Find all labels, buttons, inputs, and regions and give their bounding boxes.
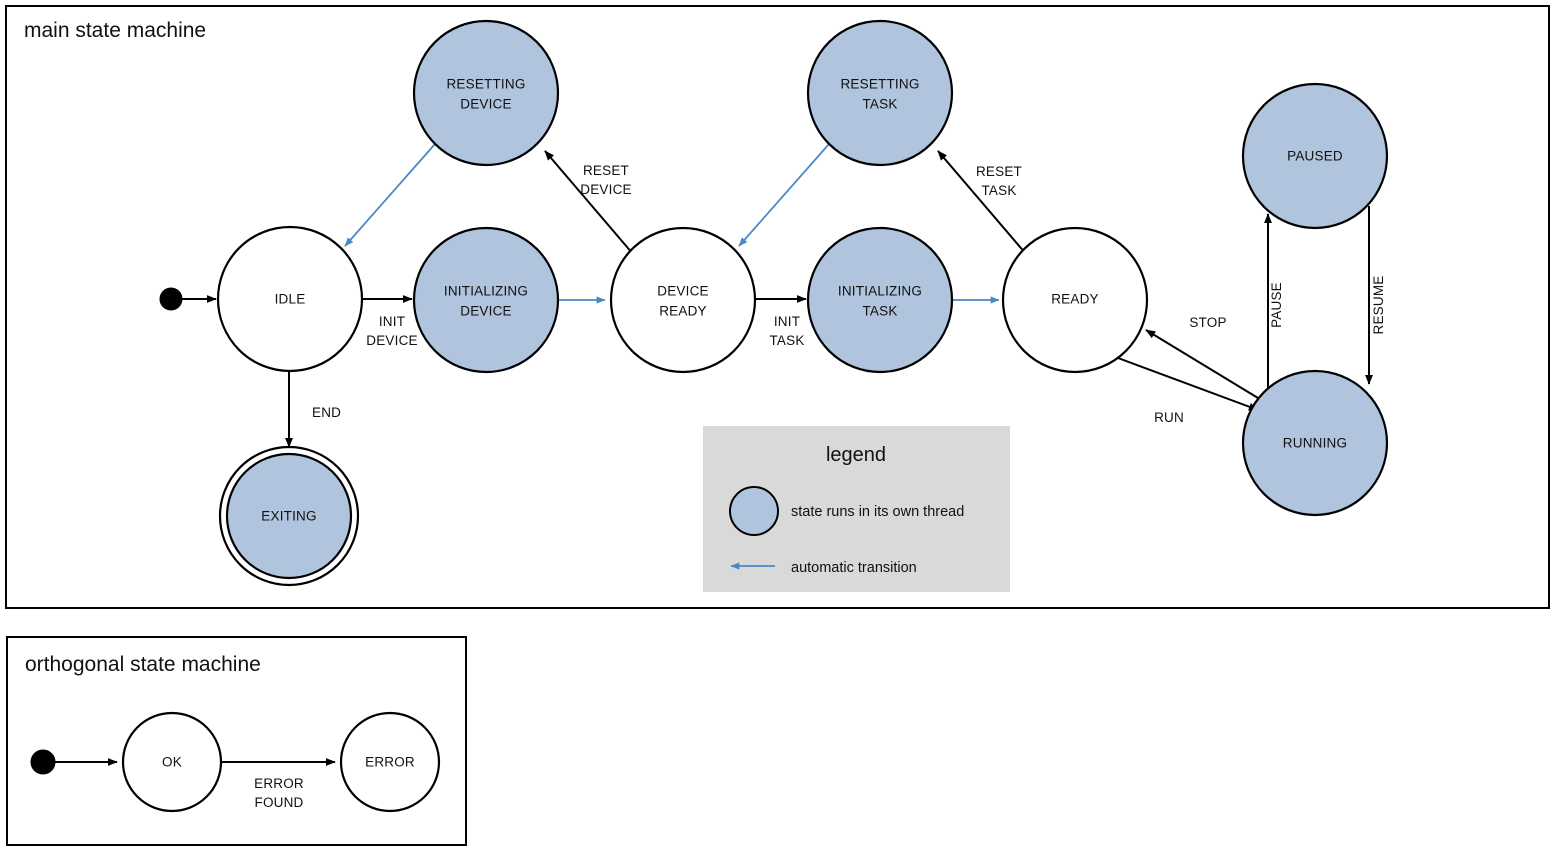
state-circle-ready — [1001, 226, 1149, 374]
initial-state-dot-orthogonal — [30, 749, 56, 775]
edge-label-resume: RESUME — [1371, 276, 1386, 335]
legend: legend state runs in its own thread auto… — [703, 426, 1010, 592]
edge-resetting-device-to-idle — [344, 143, 436, 247]
edge-label-pause: PAUSE — [1269, 282, 1284, 328]
state-label-initializing-device-line1: INITIALIZING — [444, 284, 528, 299]
edge-label-init-device-line2: DEVICE — [366, 333, 417, 348]
state-circle-resetting-task — [806, 19, 954, 167]
state-label-resetting-task-line1: RESETTING — [840, 77, 919, 92]
state-node-resetting-task[interactable]: RESETTING TASK — [806, 19, 954, 167]
state-circle-idle — [216, 225, 364, 373]
edge-device-ready-to-resetting-device — [544, 150, 634, 255]
edge-label-reset-task-line1: RESET — [976, 164, 1022, 179]
edge-label-error-found-line1: ERROR — [254, 776, 304, 791]
state-node-resetting-device[interactable]: RESETTING DEVICE — [412, 19, 560, 167]
legend-item-label-auto-transition: automatic transition — [791, 560, 917, 576]
edge-label-init-device-line1: INIT — [379, 314, 405, 329]
state-circle-initializing-device — [412, 226, 560, 374]
edge-ready-to-resetting-task — [937, 150, 1027, 255]
state-circle-device-ready — [609, 226, 757, 374]
state-label-running: RUNNING — [1283, 436, 1347, 451]
state-node-paused[interactable]: PAUSED — [1241, 82, 1389, 230]
state-label-error: ERROR — [365, 755, 415, 770]
state-label-device-ready-line2: READY — [659, 304, 707, 319]
state-label-initializing-task-line2: TASK — [862, 304, 897, 319]
main-title: main state machine — [24, 19, 206, 42]
state-node-initializing-device[interactable]: INITIALIZING DEVICE — [412, 226, 560, 374]
edge-label-reset-device-line1: RESET — [583, 163, 629, 178]
orthogonal-title: orthogonal state machine — [25, 653, 261, 676]
state-label-resetting-device-line1: RESETTING — [446, 77, 525, 92]
state-label-idle: IDLE — [275, 292, 306, 307]
state-label-exiting: EXITING — [261, 509, 316, 524]
edge-label-reset-device-line2: DEVICE — [580, 182, 631, 197]
edge-ready-to-running — [1117, 357, 1259, 411]
state-label-initializing-task-line1: INITIALIZING — [838, 284, 922, 299]
orthogonal-state-machine-frame — [6, 636, 467, 846]
state-label-device-ready-line1: DEVICE — [657, 284, 708, 299]
state-node-error[interactable]: ERROR — [339, 711, 441, 813]
edge-running-to-ready — [1145, 329, 1259, 399]
edge-label-run: RUN — [1154, 410, 1184, 425]
edge-label-reset-task-line2: TASK — [981, 183, 1016, 198]
edge-label-init-task-line2: TASK — [769, 333, 804, 348]
state-circle-running — [1241, 369, 1389, 517]
main-state-machine-frame — [5, 5, 1550, 609]
state-label-resetting-device-line2: DEVICE — [460, 97, 511, 112]
state-circle-resetting-device — [412, 19, 560, 167]
legend-title: legend — [826, 444, 886, 466]
state-circle-error — [339, 711, 441, 813]
state-circle-exiting — [225, 452, 353, 580]
edge-label-error-found-line2: FOUND — [255, 795, 304, 810]
state-circle-paused — [1241, 82, 1389, 230]
state-node-running[interactable]: RUNNING — [1241, 369, 1389, 517]
edge-resetting-task-to-device-ready — [738, 143, 830, 247]
state-label-ok: OK — [162, 755, 182, 770]
state-label-paused: PAUSED — [1287, 149, 1343, 164]
state-label-initializing-device-line2: DEVICE — [460, 304, 511, 319]
state-circle-ok — [121, 711, 223, 813]
edge-label-stop: STOP — [1189, 315, 1226, 330]
edge-label-end: END — [312, 405, 341, 420]
state-node-idle[interactable]: IDLE — [216, 225, 364, 373]
state-node-exiting[interactable]: EXITING — [218, 445, 360, 587]
state-node-device-ready[interactable]: DEVICE READY — [609, 226, 757, 374]
state-node-ok[interactable]: OK — [121, 711, 223, 813]
state-node-ready[interactable]: READY — [1001, 226, 1149, 374]
legend-thread-state-swatch-icon — [729, 486, 779, 536]
edge-label-init-task-line1: INIT — [774, 314, 800, 329]
state-node-initializing-task[interactable]: INITIALIZING TASK — [806, 226, 954, 374]
legend-item-label-thread-state: state runs in its own thread — [791, 504, 964, 520]
state-circle-initializing-task — [806, 226, 954, 374]
state-label-ready: READY — [1051, 292, 1099, 307]
initial-state-dot-main — [159, 287, 183, 311]
state-label-resetting-task-line2: TASK — [862, 97, 897, 112]
